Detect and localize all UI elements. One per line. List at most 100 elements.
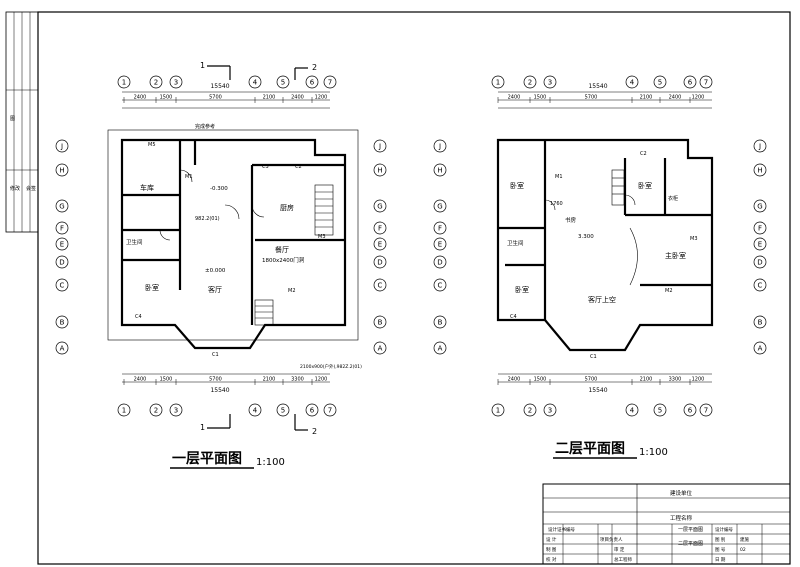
- plan1-axis-col-top-circle: [149, 75, 163, 89]
- plan1-axis-row-right-circle: [373, 163, 387, 177]
- plan2-axis-row-left-label: C: [438, 282, 443, 290]
- plan1-note-3: 982.2(01): [195, 216, 220, 222]
- plan1-axis-row-right-circle: [373, 139, 387, 153]
- plan1-axis-row-left-label: F: [60, 225, 64, 233]
- plan2-axis-row-right-circle: [753, 315, 767, 329]
- plan2-note-7: M1: [555, 174, 563, 180]
- plan1-axis-row-left-circle: [55, 163, 69, 177]
- plan2-axis-col-bottom-label: 1: [496, 407, 500, 415]
- plan2-axis-row-left-circle: [433, 221, 447, 235]
- plan1-dim-bottom-label: 5700: [209, 377, 222, 383]
- plan2-axis-col-bottom-label: 6: [688, 407, 693, 415]
- plan2-axis-row-right-circle: [753, 221, 767, 235]
- plan2-note-6: C1: [590, 354, 597, 360]
- plan2-note-5: C4: [510, 314, 517, 320]
- plan2-dim-bottom-label: 2400: [508, 377, 521, 383]
- plan2-dim-bottom-label: 1200: [692, 377, 705, 383]
- plan1-axis-row-left-label: J: [60, 143, 63, 151]
- tb-role-1: 设 计: [546, 536, 557, 543]
- plan2-axis-col-top-circle: [699, 75, 713, 89]
- plan1-axis-col-top-label: 7: [328, 79, 332, 87]
- plan2-dim-top-label: 2100: [640, 95, 653, 101]
- plan2-axis-row-left-circle: [433, 341, 447, 355]
- plan2-axis-row-right-circle: [753, 199, 767, 213]
- plan1-axis-col-top-circle: [305, 75, 319, 89]
- plan2-title: 二层平面图: [555, 441, 625, 457]
- plan1-axis-col-bottom-label: 1: [122, 407, 126, 415]
- sheet-border: [37, 11, 791, 565]
- plan2-room-bedroom-nw: 卧室: [510, 181, 524, 190]
- plan2-dim-top-label: 1500: [534, 95, 547, 101]
- plan1-axis-row-left-label: D: [59, 259, 64, 267]
- plan1-axis-col-top-label: 1: [122, 79, 126, 87]
- plan2-axis-row-right-label: A: [758, 345, 763, 353]
- title-block: 建设单位 工程名称 设计证书编号 设 计 制 图 校 对 项目负责人 审 定 总…: [542, 483, 791, 565]
- plan1-axis-row-right-circle: [373, 255, 387, 269]
- plan1-overall-bottom: 15540: [210, 387, 229, 394]
- plan1-axis-row-right-label: A: [378, 345, 383, 353]
- plan2-axis-row-left-label: A: [438, 345, 443, 353]
- tb-role2-2: 审 定: [614, 546, 625, 553]
- tb-role2-1: 项目负责人: [600, 536, 623, 543]
- plan2-axis-col-bottom-circle: [683, 403, 697, 417]
- plan1-axis-col-top-circle: [117, 75, 131, 89]
- plan1-note-12: M1: [185, 174, 193, 180]
- plan2-note-3: M2: [665, 288, 673, 294]
- plan1-axis-col-bottom-circle: [323, 403, 337, 417]
- plan1-note-10: C1: [212, 352, 219, 358]
- plan2-axis-row-left-label: D: [437, 259, 442, 267]
- plan2-axis-row-left-circle: [433, 278, 447, 292]
- plan1-axis-row-right-label: F: [378, 225, 382, 233]
- plan2-axis-row-right-circle: [753, 255, 767, 269]
- plan2-axis-row-left-label: E: [438, 241, 442, 249]
- plan1-axis-row-right-circle: [373, 237, 387, 251]
- plan2-axis-row-left-circle: [433, 237, 447, 251]
- tb-cert: 设计证书编号: [548, 526, 575, 533]
- plan1-axis-row-left-circle: [55, 221, 69, 235]
- plan1-note-8: C2: [295, 164, 302, 170]
- plan2-axis-row-right-circle: [753, 278, 767, 292]
- tb-number: 图 号: [715, 547, 726, 553]
- plan1-overall-top: 15540: [210, 83, 229, 90]
- plan1-axis-col-top-label: 6: [310, 79, 315, 87]
- plan2-axis-row-right-label: E: [758, 241, 762, 249]
- plan2-axis-col-top-circle: [683, 75, 697, 89]
- plan1-axis-col-bottom-label: 4: [253, 407, 258, 415]
- plan1-axis-col-bottom-label: 6: [310, 407, 315, 415]
- plan2-axis-row-right-label: G: [757, 203, 762, 211]
- plan1-dim-bottom-label: 1500: [160, 377, 173, 383]
- section-mark-2-top: 2: [312, 63, 317, 72]
- plan2-dim-top-label: 2400: [669, 95, 682, 101]
- plan1-room-kitchen: 厨房: [280, 203, 294, 212]
- tb-company: 建设单位: [670, 489, 693, 497]
- plan1-room-bedroom: 卧室: [145, 283, 159, 292]
- plan1-axis-col-bottom-circle: [149, 403, 163, 417]
- tb-number-val: 02: [740, 547, 746, 553]
- plan1-axis-row-left-label: B: [60, 319, 65, 327]
- plan2-axis-col-top-circle: [523, 75, 537, 89]
- plan1-axis-col-top-label: 4: [253, 79, 258, 87]
- plan2-axis-col-bottom-circle: [543, 403, 557, 417]
- plan2-axis-row-right-label: F: [758, 225, 762, 233]
- plan2-axis-row-right-circle: [753, 341, 767, 355]
- plan1-dim-top-label: 1200: [315, 95, 328, 101]
- plan1-axis-row-left-label: A: [60, 345, 65, 353]
- plan1-note-4: ±0.000: [205, 268, 226, 274]
- plan1-room-dining: 餐厅: [275, 245, 289, 254]
- plan2-room-bedroom-sw: 卧室: [515, 285, 529, 294]
- plan2-axis-col-top-circle: [625, 75, 639, 89]
- plan1-note-6: M5: [148, 142, 156, 148]
- plan2-axis-col-bottom-label: 2: [528, 407, 532, 415]
- plan2-overall-bottom: 15540: [588, 387, 607, 394]
- plan1-axis-row-right-circle: [373, 278, 387, 292]
- plan2-axis-row-right-label: D: [757, 259, 762, 267]
- plan2-axis-row-left-circle: [433, 163, 447, 177]
- plan1-axis-col-bottom-label: 3: [174, 407, 178, 415]
- plan1-axis-row-left-circle: [55, 139, 69, 153]
- plan1-axis-row-right-circle: [373, 221, 387, 235]
- plan1-axis-col-bottom-circle: [117, 403, 131, 417]
- strip-label-1: 图: [10, 116, 15, 122]
- plan2-dim-bottom-label: 1500: [534, 377, 547, 383]
- plan1-axis-col-top-circle: [323, 75, 337, 89]
